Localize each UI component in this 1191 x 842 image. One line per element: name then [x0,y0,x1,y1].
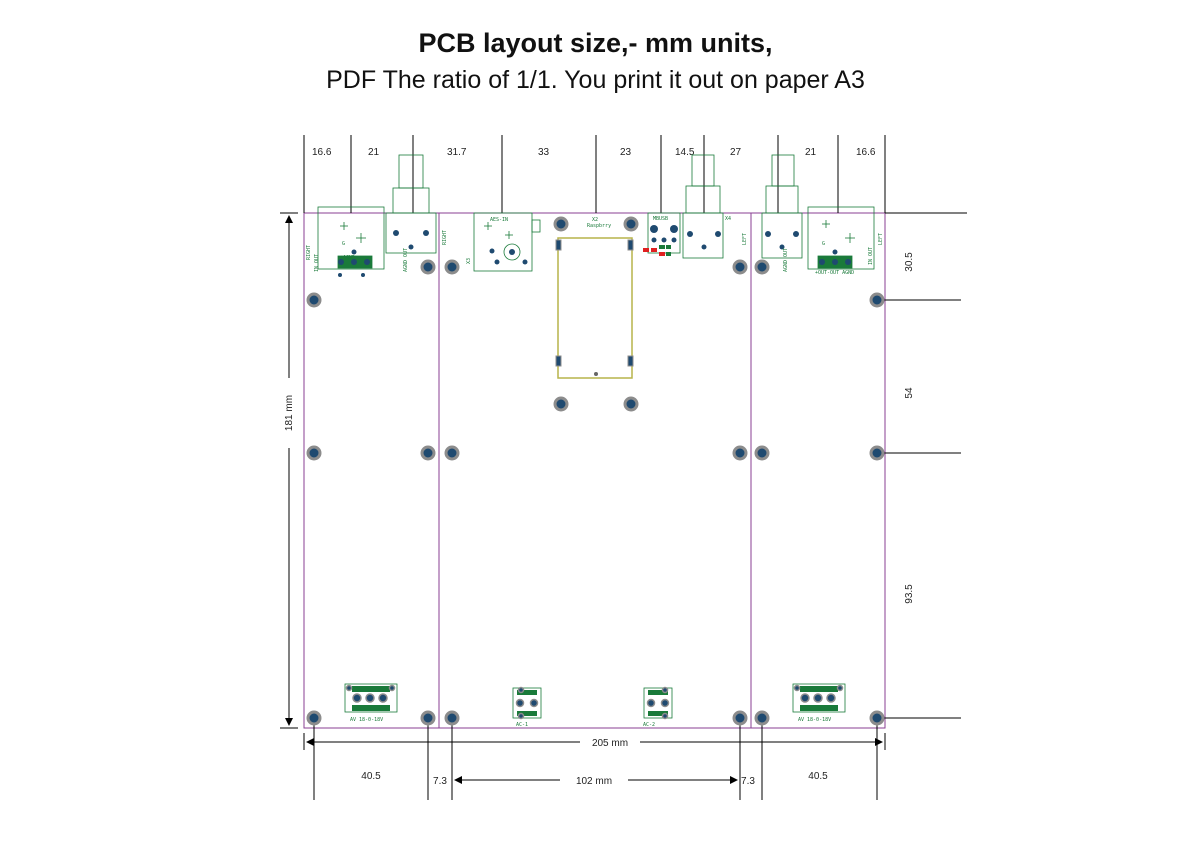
power-connector-right [792,683,846,713]
width-label: 205 mm [592,738,628,749]
dim-top-8: 21 [805,147,817,158]
silk-ac1: AC-1 [516,722,528,728]
mounting-hole [623,216,639,232]
silk-out-agnd: +OUT-OUT AGND [815,270,854,276]
dim-top-7: 27 [730,147,742,158]
dim-bottom-3: 102 mm [576,776,612,787]
raspberry-module-outline [557,237,633,379]
dim-right-3: 93.5 [904,584,915,604]
silk-left-right: LEFT [878,233,884,245]
mounting-hole [754,710,770,726]
mounting-hole [869,445,885,461]
dim-right-1: 30.5 [904,252,915,272]
silk-power-left: AV 18-0-18V [350,717,383,723]
dim-right-2: 54 [904,387,915,399]
right-dimension-lines [875,212,967,719]
silk-in-out-left: IN OUT [314,254,320,272]
width-dimension [303,733,886,750]
page-subtitle: PDF The ratio of 1/1. You print it out o… [326,66,865,94]
silk-right-2: RIGHT [442,230,448,245]
aes-in-connector [473,212,541,272]
silk-power-right: AV 18-0-18V [798,717,831,723]
mounting-hole [420,445,436,461]
mounting-hole [754,445,770,461]
silk-x4: X4 [725,216,731,222]
mounting-hole [306,710,322,726]
dim-top-6: 14.5 [675,147,695,158]
mounting-hole [420,710,436,726]
dim-bottom-1: 40.5 [361,771,381,782]
dim-bottom-4: 7.3 [741,776,755,787]
ac-connector-1 [512,686,542,720]
connector-x4 [682,154,803,259]
dim-bottom-2: 7.3 [433,776,447,787]
power-connector-left [344,683,398,713]
connector-right [807,206,875,270]
silk-agnd-left: +AGND [340,255,355,261]
smd-components [643,245,671,256]
dim-top-4: 33 [538,147,550,158]
mounting-hole [869,292,885,308]
height-dimension [280,212,298,729]
dim-top-5: 23 [620,147,632,158]
connector-left-pads [338,230,429,277]
mounting-hole [754,259,770,275]
silk-mbusb: MBUSB [653,216,668,222]
silk-x3: X3 [466,258,472,264]
page-title: PCB layout size,- mm units, [418,28,773,58]
mounting-hole [444,710,460,726]
top-dimension-lines [303,135,886,213]
silk-agnd-out-right: AGND OUT [783,248,789,272]
connector-left [317,154,437,270]
silk-g-left: G [342,241,345,247]
silk-ac2: AC-2 [643,722,655,728]
ac-connector-2 [643,686,673,720]
right-dimension-labels: 30.5 54 93.5 [904,252,915,604]
dim-top-3: 31.7 [447,147,467,158]
mounting-hole [553,396,569,412]
mounting-holes [306,216,885,726]
mounting-hole [732,445,748,461]
mounting-hole [306,292,322,308]
mounting-hole [732,259,748,275]
mounting-hole [420,259,436,275]
height-label: 181 mm [284,395,295,431]
mounting-hole [869,710,885,726]
silk-left: LEFT [742,233,748,245]
silk-g-right: G [822,241,825,247]
mounting-hole [306,445,322,461]
silk-right-left: RIGHT [306,245,312,260]
board-edge [303,212,886,729]
dim-top-1: 16.6 [312,147,332,158]
silk-agnd-out-left: AGND OUT [403,248,409,272]
top-dimension-labels: 16.6 21 31.7 33 23 14.5 27 21 16.6 [312,147,876,158]
board-outline [303,212,886,729]
dim-top-2: 21 [368,147,380,158]
silk-x2: X2 [592,217,598,223]
dim-top-9: 16.6 [856,147,876,158]
mounting-hole [732,710,748,726]
silk-aes-in: AES-IN [490,217,508,223]
mounting-hole [553,216,569,232]
dim-bottom-5: 40.5 [808,771,828,782]
silk-in-out-right: IN OUT [868,247,874,265]
bottom-dimension-lines [313,718,878,800]
bottom-dimension-labels: 40.5 7.3 102 mm 7.3 40.5 [361,771,828,787]
silk-raspbrry: Raspbrry [587,223,611,229]
mounting-hole [444,445,460,461]
mounting-hole [444,259,460,275]
mounting-hole [623,396,639,412]
